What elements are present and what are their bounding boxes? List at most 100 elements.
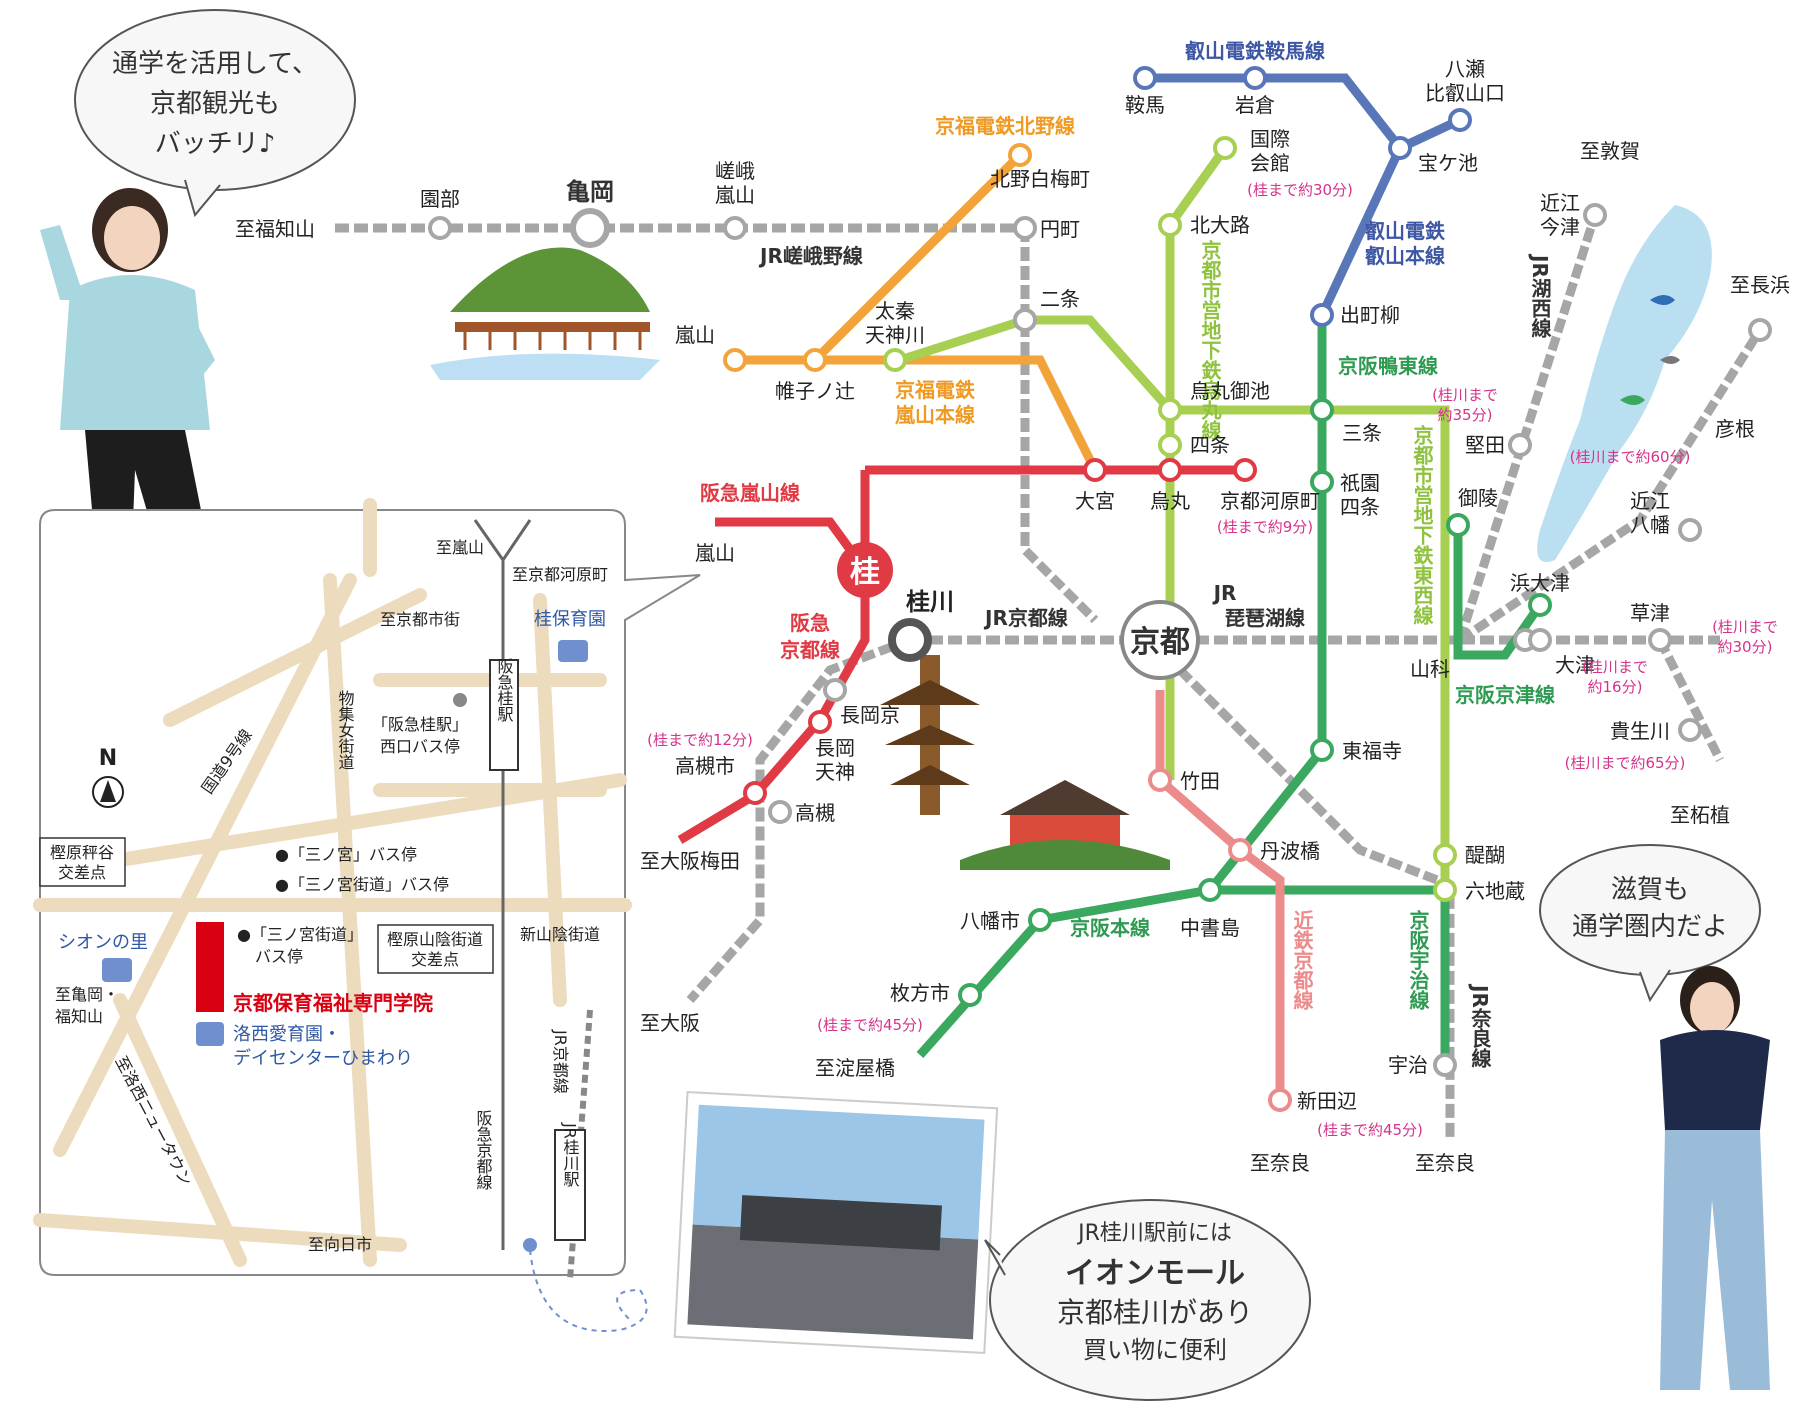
label-hankyu-arashiyama: 阪急嵐山線 (700, 481, 800, 505)
eizan-kurama-line (1145, 73, 1462, 154)
kyoto-station (1120, 600, 1200, 680)
arashiyama-illustration (430, 247, 660, 380)
stn-takeda: 竹田 (1180, 769, 1220, 793)
stn-katabiranotsuji: 帷子ノ辻 (775, 379, 855, 403)
stn-kitaoji: 北大路 (1190, 213, 1250, 237)
inset-to-kameoka-1: 至亀岡・ (55, 985, 119, 1004)
label-jr-kosei: JR湖西線 (1528, 253, 1552, 338)
label-hankyu-kyoto-2: 京都線 (780, 638, 840, 662)
inset-bus-sannomiya-kaido: ●「三ノ宮街道」バス停 (275, 875, 449, 894)
label-hankyu-kyoto-1: 阪急 (790, 611, 830, 635)
inset-kashiwara-2: 交差点 (58, 863, 106, 882)
eizan-main-line (1317, 146, 1405, 317)
stn-gion-1: 祇園 (1340, 471, 1380, 495)
stn-karasumaoike: 烏丸御池 (1190, 379, 1270, 403)
inset-hankyu-katsura: 阪急桂駅 (495, 658, 514, 722)
stn-nagaokatenjin-2: 天神 (815, 760, 855, 784)
stn-arashiyama-k: 嵐山 (675, 323, 715, 347)
stn-fukuchiyama: 至福知山 (235, 217, 315, 241)
inset-sanin-1: 樫原山陰街道 (387, 930, 483, 949)
note-hikone: (桂川まで約60分) (1570, 448, 1691, 466)
inset-sanin-2: 交差点 (411, 950, 459, 969)
stn-tofukuji: 東福寺 (1342, 739, 1402, 763)
stn-yamashina: 山科 (1410, 657, 1450, 681)
stn-shintanabe: 新田辺 (1297, 1089, 1357, 1113)
bubble-right-1: 滋賀も (1611, 875, 1689, 905)
note-kusatsu-2: 約30分) (1718, 638, 1773, 656)
stn-hikone: 彦根 (1715, 417, 1755, 441)
stn-tsuruga: 至敦賀 (1580, 139, 1640, 163)
inset-rakusai-1: 洛西愛育園・ (233, 1024, 341, 1045)
stn-gion-2: 四条 (1340, 495, 1380, 519)
note-kokusai: (桂まで約30分) (1247, 181, 1353, 199)
bubble-line-2: 京都観光も (150, 89, 280, 119)
stn-saga-2: 嵐山 (715, 183, 755, 207)
note-kibukawa: (桂川まで約65分) (1565, 754, 1686, 772)
label-keifuku-arashiyama-1: 京福電鉄 (895, 378, 975, 402)
inset-sion: シオンの里 (58, 932, 148, 953)
inset-kashiwara-1: 樫原秤谷 (50, 843, 114, 862)
stn-omiya: 大宮 (1075, 489, 1115, 513)
note-katata-2: 約35分) (1438, 406, 1493, 424)
inset-shin-sanin: 新山陰街道 (520, 925, 600, 944)
stn-daigo: 醍醐 (1465, 843, 1505, 867)
note-takatsuki: (桂まで約12分) (647, 731, 753, 749)
label-karasuma: 京都市営地下鉄烏丸線 (1198, 239, 1222, 440)
stn-chushojima: 中書島 (1180, 916, 1240, 940)
katsuragawa-dot (523, 1238, 537, 1252)
label-eizan-kurama: 叡山電鉄鞍馬線 (1184, 39, 1325, 63)
stn-omiimazu-1: 近江 (1540, 191, 1580, 215)
stn-kokusai-2: 会館 (1250, 151, 1290, 175)
stn-nagaokakyo: 長岡京 (840, 703, 900, 727)
inset-katsura-nursery: 桂保育園 (534, 609, 606, 630)
speech-bubble-right: 滋賀も 通学圏内だよ (1539, 844, 1761, 1003)
inset-jr-kyoto-sen: JR京都線 (551, 1029, 570, 1094)
keihan-main-line (916, 885, 1445, 1058)
note-kawaramachi: (桂まで約9分) (1217, 518, 1313, 536)
stn-kameoka: 亀岡 (566, 178, 614, 206)
stn-iwakura: 岩倉 (1235, 93, 1275, 117)
label-eizan-main-2: 叡山本線 (1364, 244, 1445, 268)
label-keihan-main: 京阪本線 (1070, 916, 1150, 940)
inset-mono-kaido: 物集女街道 (336, 690, 355, 770)
inset-map: 阪急桂駅 JR桂川駅 至嵐山 至京都河原町 至京都市街 桂保育園 「阪急桂駅」 … (33, 498, 701, 1332)
stn-shijo: 四条 (1190, 433, 1230, 457)
aeon-mall-photo (673, 1091, 999, 1355)
stn-arashiyama-h: 嵐山 (695, 541, 735, 565)
label-jr-biwako-2: 琵琶湖線 (1225, 606, 1305, 630)
bubble-bottom-3: 京都桂川があり (1057, 1296, 1253, 1329)
label-jr-kyoto: JR京都線 (983, 606, 1068, 630)
speech-bubble-top: 通学を活用して、 京都観光も バッチリ♪ (74, 9, 356, 218)
inset-bus-kaido2-2: バス停 (255, 947, 303, 966)
inset-to-kyotoshigai: 至京都市街 (380, 610, 460, 629)
stn-katsuragawa: 桂川 (906, 588, 954, 616)
inset-rakusai-2: デイセンターひまわり (233, 1048, 413, 1069)
stn-takatsukishi: 高槻市 (675, 754, 735, 778)
stn-uji: 宇治 (1388, 1053, 1428, 1077)
bubble-bottom-1: JR桂川駅前には (1076, 1221, 1232, 1246)
stn-sonobe: 園部 (420, 187, 460, 211)
stn-demachiyanagi: 出町柳 (1340, 303, 1400, 327)
inset-to-mukomachi: 至向日市 (308, 1235, 372, 1254)
inset-to-arashiyama: 至嵐山 (436, 538, 484, 557)
stn-kitano: 北野白梅町 (990, 167, 1090, 191)
bubble-line-1: 通学を活用して、 (112, 49, 318, 79)
fish-icon-2 (1620, 395, 1645, 405)
stn-takaragaike: 宝ケ池 (1418, 151, 1478, 175)
temple-illustration (880, 655, 1170, 870)
label-kintetsu: 近鉄京都線 (1290, 909, 1314, 1010)
stn-yodoyabashi: 至淀屋橋 (815, 1056, 895, 1080)
stn-uzumasa-2: 天神川 (865, 323, 925, 347)
stn-nijo: 二条 (1040, 287, 1080, 311)
fish-icon-3 (1660, 356, 1680, 364)
stn-yase-2: 比叡山口 (1425, 81, 1505, 105)
stn-misasagi: 御陵 (1458, 486, 1498, 510)
note-hirakata: (桂まで約45分) (817, 1016, 923, 1034)
label-jr-sagano: JR嵯峨野線 (758, 244, 863, 268)
stn-kawaramachi: 京都河原町 (1220, 489, 1320, 513)
north-label: N (99, 746, 117, 771)
inset-school: 京都保育福祉専門学院 (233, 991, 433, 1015)
stn-saga-1: 嵯峨 (715, 159, 755, 183)
rakusai-marker (196, 1022, 224, 1046)
